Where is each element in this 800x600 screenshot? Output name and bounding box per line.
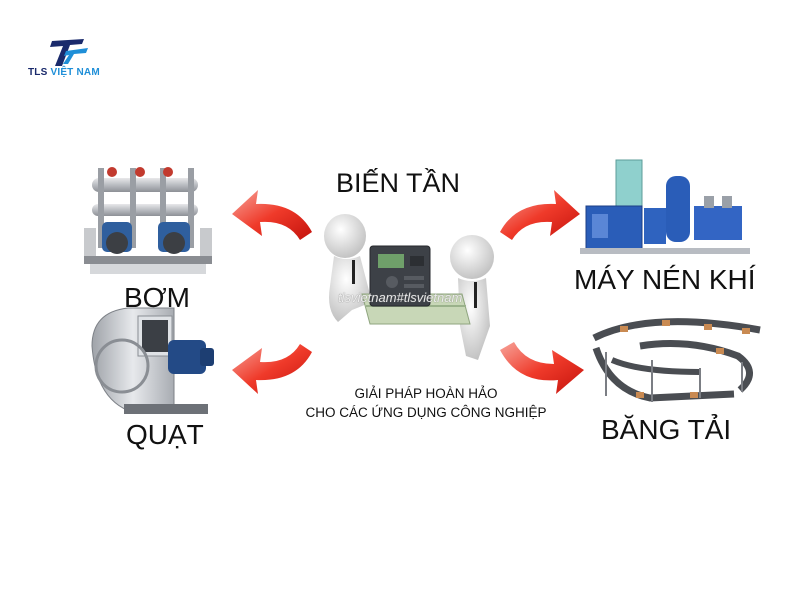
watermark-text: tlsvietnam#tlsvietnam — [338, 290, 463, 305]
brand-name-vietnam: VIỆT NAM — [50, 67, 100, 78]
label-pump: BƠM — [124, 282, 191, 313]
label-conveyor: BĂNG TẢI — [601, 414, 732, 445]
center-title: BIẾN TẦN — [336, 168, 461, 198]
figures-carrying-inverter-icon — [324, 214, 494, 360]
arrow-to-compressor-icon — [500, 190, 580, 240]
industrial-fan-icon — [91, 307, 214, 414]
conveyor-belt-icon — [592, 318, 761, 402]
brand-name: TLS VIỆT NAM — [28, 67, 100, 78]
pump-station-icon — [84, 167, 212, 274]
label-compressor: MÁY NÉN KHÍ — [574, 264, 756, 295]
arrow-to-conveyor-icon — [500, 342, 584, 394]
brand-name-tls: TLS — [28, 67, 51, 78]
brand-logo — [22, 34, 122, 84]
air-compressor-icon — [580, 159, 750, 254]
caption-line-1: GIẢI PHÁP HOÀN HẢO — [354, 386, 498, 401]
tls-logo-icon — [50, 39, 88, 66]
arrow-to-fan-icon — [232, 344, 312, 394]
caption-line-2: CHO CÁC ỨNG DỤNG CÔNG NGHIỆP — [305, 405, 547, 420]
label-fan: QUẠT — [126, 419, 204, 450]
arrow-to-pump-icon — [232, 190, 312, 240]
center-caption: GIẢI PHÁP HOÀN HẢO CHO CÁC ỨNG DỤNG CÔNG… — [276, 384, 576, 422]
